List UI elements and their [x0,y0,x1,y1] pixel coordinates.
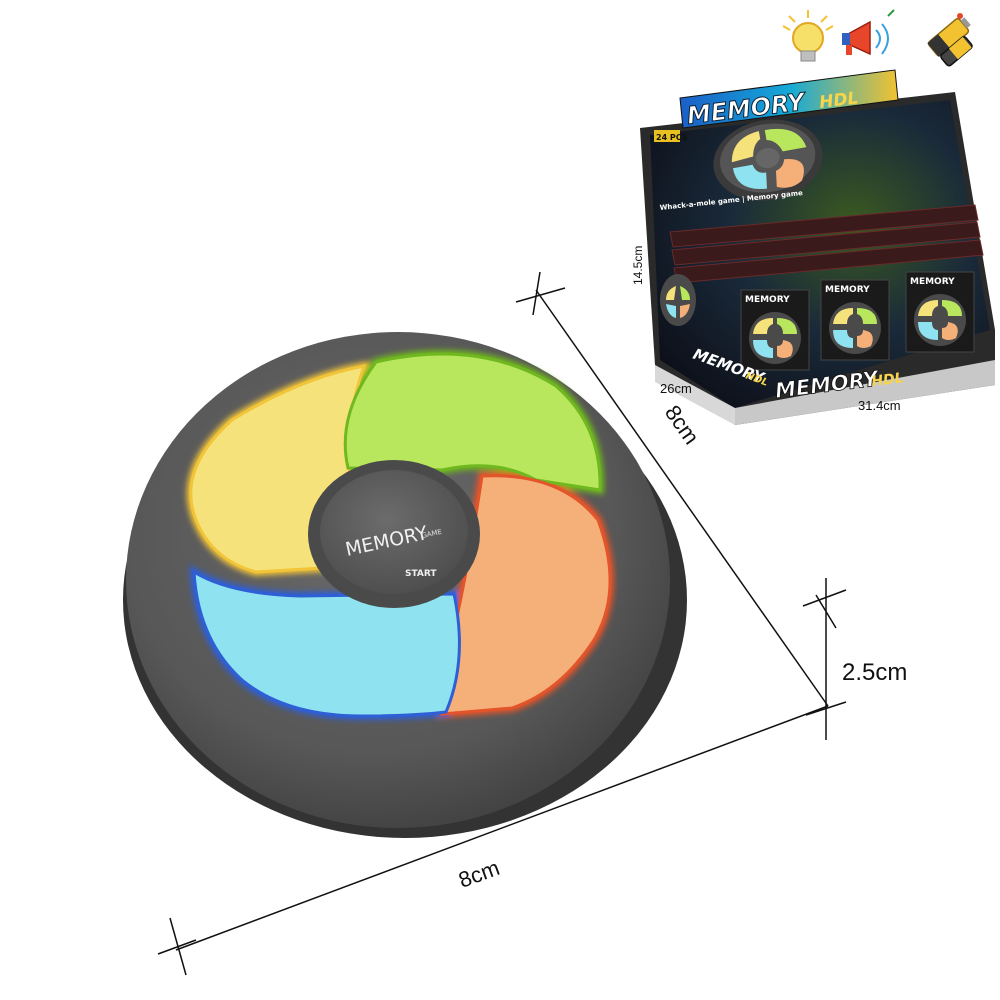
battery-icon [927,13,973,67]
feature-icons [782,9,973,67]
dimension-lines [157,271,847,976]
svg-text:MEMORY: MEMORY [745,295,790,305]
box-side-unit [660,274,696,326]
box-unit-2: MEMORY [820,279,890,361]
light-bulb-icon [782,10,834,62]
svg-text:MEMORY: MEMORY [910,277,955,287]
box-unit-1: MEMORY [740,289,810,371]
box-depth-label: 26cm [660,381,692,396]
width-dimension-label: 8cm [455,855,503,893]
blue-pad[interactable] [192,569,461,718]
box-front-suffix: HDL [871,370,905,390]
display-box: MEMORY HDL 24 PCS Whack-a-mole game | Me… [631,69,995,425]
box-height-label: 14.5cm [631,246,645,285]
green-pad[interactable] [343,352,602,492]
start-button[interactable] [320,470,468,594]
box-title-suffix: HDL [818,88,859,113]
memory-game-device: MEMORY GAME START [123,332,687,838]
box-hero-game [713,119,823,201]
height-dimension-label: 2.5cm [842,659,907,686]
box-width-label: 31.4cm [858,398,901,413]
packed-units [669,204,984,284]
box-count-badge: 24 PCS [656,133,688,142]
depth-dimension-label: 8cm [660,401,704,449]
svg-text:MEMORY: MEMORY [825,285,870,295]
megaphone-sound-icon [842,9,895,56]
box-unit-3: MEMORY [905,271,975,353]
start-label: START [405,569,437,579]
orange-pad[interactable] [440,474,612,716]
